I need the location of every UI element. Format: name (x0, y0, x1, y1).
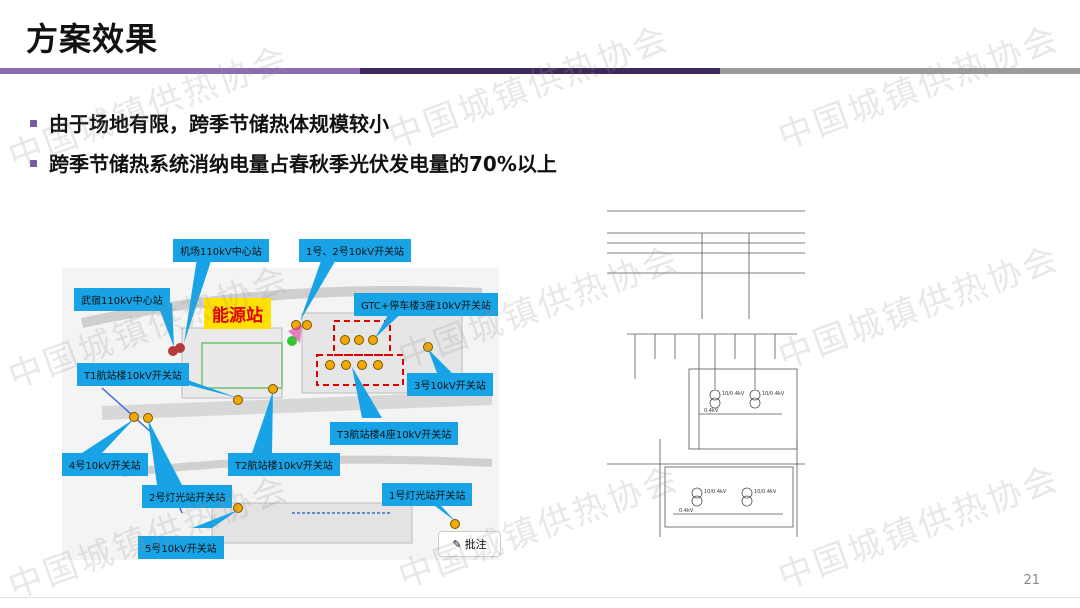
airport-map-figure: 能源站 机场110kV中心站 1号、2号10kV开关站 武宿110kV中心站 G… (62, 213, 501, 560)
bullet-text: 由于场地有限，跨季节储热体规模较小 (49, 111, 389, 136)
transformer-label: 10/0.4kV (704, 489, 727, 495)
transformer-label: 10/0.4kV (762, 391, 785, 397)
map-label: T2航站楼10kV开关站 (228, 453, 340, 476)
bullet-list: 由于场地有限，跨季节储热体规模较小 跨季节储热系统消纳电量占春秋季光伏发电量的7… (30, 102, 557, 182)
airport-map-drawing (62, 258, 499, 560)
map-label: 1号灯光站开关站 (382, 483, 473, 506)
bullet-item: 由于场地有限，跨季节储热体规模较小 (30, 102, 557, 142)
energy-station-label: 能源站 (204, 298, 271, 329)
annotate-button-label: 批注 (464, 538, 487, 551)
rule-segment-grey (720, 68, 1080, 74)
rule-segment-dark (360, 68, 720, 74)
schematic-drawing: 10/0.4kV 10/0.4kV 0.4kV 10/0.4kV 10/0.4k… (607, 209, 805, 537)
bus-label: 0.4kV (679, 508, 694, 514)
map-label: 2号灯光站开关站 (142, 485, 233, 508)
bullet-marker (30, 119, 37, 127)
page-number: 21 (1023, 573, 1040, 588)
bullet-text: 跨季节储热系统消纳电量占春秋季光伏发电量的70%以上 (49, 151, 557, 176)
map-label: 机场110kV中心站 (173, 239, 269, 262)
rule-segment-purple (0, 68, 360, 74)
map-label: T3航站楼4座10kV开关站 (330, 422, 459, 445)
map-label: T1航站楼10kV开关站 (77, 363, 189, 386)
watermark: 中国城镇供热协会 (773, 458, 1066, 598)
bus-label: 0.4kV (704, 408, 719, 414)
bullet-marker (30, 159, 37, 167)
annotate-button[interactable]: ✎ 批注 (438, 531, 501, 557)
watermark: 中国城镇供热协会 (773, 238, 1066, 378)
pen-icon: ✎ (452, 537, 462, 551)
watermark: 中国城镇供热协会 (773, 18, 1066, 158)
page-title: 方案效果 (26, 20, 159, 58)
transformer-label: 10/0.4kV (754, 489, 777, 495)
electrical-schematic: 10/0.4kV 10/0.4kV 0.4kV 10/0.4kV 10/0.4k… (607, 209, 805, 537)
transformer-label: 10/0.4kV (722, 391, 745, 397)
map-label: 3号10kV开关站 (407, 373, 493, 396)
map-label: 4号10kV开关站 (62, 453, 148, 476)
title-rule (0, 68, 1080, 74)
map-label: GTC+停车楼3座10kV开关站 (354, 293, 498, 316)
map-label: 1号、2号10kV开关站 (299, 239, 412, 262)
bullet-item: 跨季节储热系统消纳电量占春秋季光伏发电量的70%以上 (30, 142, 557, 182)
map-label: 5号10kV开关站 (138, 536, 224, 559)
footer-divider (0, 597, 1080, 598)
map-label: 武宿110kV中心站 (74, 288, 170, 311)
